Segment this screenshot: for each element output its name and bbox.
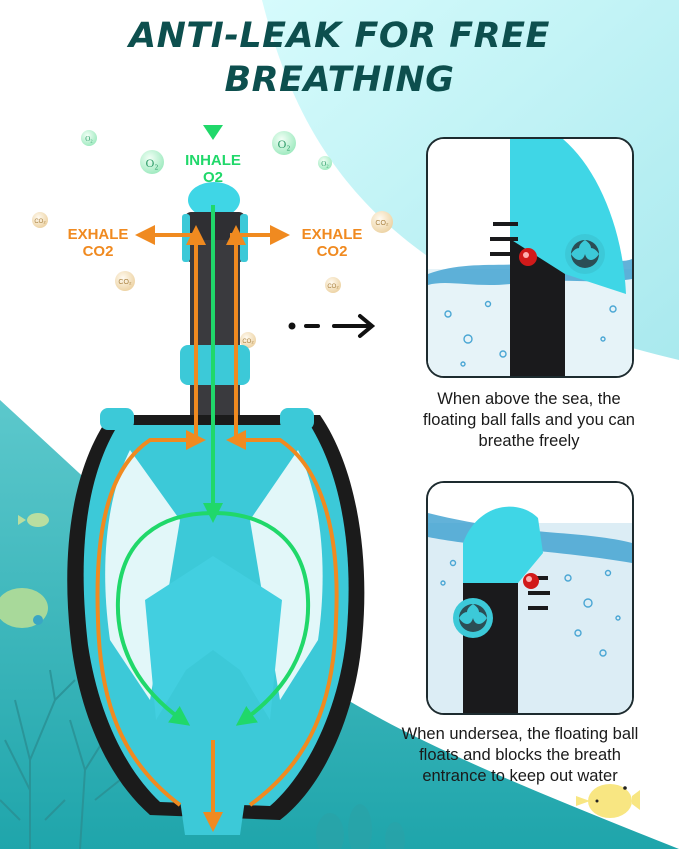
snorkel-top-above-water-image [428,139,632,376]
title-line-2: BREATHING [224,60,455,100]
fish-left-large [0,588,48,628]
caption-above-line2: floating ball falls and you can [423,411,635,429]
co2-bubbles: CO₂ CO₂ CO₂ CO₂ CO₂ [32,211,393,368]
svg-text:CO₂: CO₂ [118,279,132,286]
svg-text:CO₂: CO₂ [375,220,389,227]
exhale-right-label: EXHALE CO2 [292,226,372,260]
inhale-paths [115,205,311,726]
svg-text:CO₂: CO₂ [327,284,339,290]
inhale-triangle-icon [203,125,223,140]
svg-text:CO₂: CO₂ [34,219,46,225]
panel-above-water [426,137,634,378]
caption-above-line3: breathe freely [478,432,580,450]
inhale-label-line1: INHALE [185,152,241,169]
page-title: ANTI-LEAK FOR FREE BREATHING [0,14,679,102]
o2-bubbles: O₂ O₂ O₂ O₂ [81,130,332,174]
dashed-arrow-icon [288,314,376,338]
svg-text:O₂: O₂ [278,137,291,151]
exhale-left-label: EXHALE CO2 [58,226,138,260]
snorkel-top-under-water-image [428,483,632,713]
inhale-label: INHALE O2 [178,152,248,186]
exhale-paths [95,225,339,832]
caption-under-line2: floats and blocks the breath [419,746,621,764]
svg-text:O₂: O₂ [146,156,159,170]
caption-above-line1: When above the sea, the [437,390,621,408]
svg-text:O₂: O₂ [321,160,329,168]
mask-nose-cup [145,556,282,720]
caption-under-line1: When undersea, the floating ball [401,725,639,743]
fish-yellow [576,784,640,818]
title-line-1: ANTI-LEAK FOR FREE [129,16,550,56]
exhale-left-line2: CO2 [82,243,114,260]
exhale-left-line1: EXHALE [67,226,129,243]
exhale-right-line2: CO2 [316,243,348,260]
caption-under-water: When undersea, the floating ball floats … [362,724,678,787]
panel-under-water [426,481,634,715]
caption-above-water: When above the sea, the floating ball fa… [384,389,674,452]
inhale-label-line2: O2 [202,169,223,186]
svg-text:O₂: O₂ [85,135,93,143]
exhale-right-line1: EXHALE [301,226,363,243]
caption-under-line3: entrance to keep out water [422,767,618,785]
coral-bottom [316,804,405,849]
fish-left-small [18,513,49,527]
svg-text:CO₂: CO₂ [242,339,254,345]
